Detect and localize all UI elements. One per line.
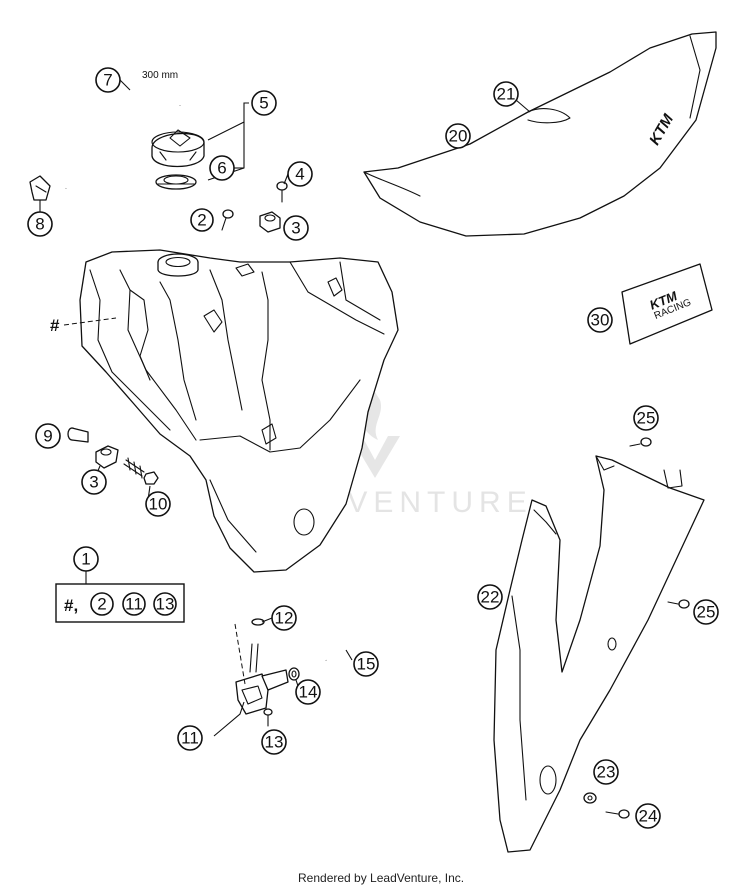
callout-7: 7 [95, 67, 121, 93]
callout-20: 20 [445, 123, 471, 149]
kit-box: #, 2 11 13 [55, 571, 185, 623]
svg-text:25: 25 [697, 603, 716, 622]
callout-30: 30 [587, 307, 613, 333]
svg-text:12: 12 [275, 609, 294, 628]
callout-13: 13 [261, 729, 287, 755]
nut-10 [143, 471, 159, 485]
callout-2: 2 [190, 208, 214, 232]
filler-cap [151, 129, 205, 168]
kit-item-13: 13 [156, 595, 175, 614]
svg-text:15: 15 [357, 655, 376, 674]
callout-3-upper: 3 [283, 215, 309, 241]
callout-1: 1 [73, 546, 99, 572]
breather-elbow-fitting [29, 175, 51, 201]
shroud-bolt-25-top [629, 437, 652, 447]
tap-o-ring [251, 618, 265, 626]
svg-text:20: 20 [449, 127, 468, 146]
filler-cap-gasket [155, 174, 197, 190]
svg-text:8: 8 [35, 215, 44, 234]
tank-spoiler-shroud [493, 455, 705, 853]
svg-text:4: 4 [295, 165, 304, 184]
svg-text:25: 25 [637, 409, 656, 428]
fuel-tap [234, 623, 289, 715]
callout-25-top: 25 [633, 405, 659, 431]
callout-23: 23 [593, 759, 619, 785]
callout-6: 6 [209, 155, 235, 181]
kit-item-11: 11 [125, 595, 143, 614]
rubber-bushing-upper [259, 211, 281, 233]
washer-23 [583, 792, 597, 804]
hose-clamp-14 [288, 667, 300, 681]
hose-length-label: 300 mm [142, 70, 178, 81]
svg-text:22: 22 [481, 588, 500, 607]
callout-8: 8 [27, 211, 53, 237]
svg-text:3: 3 [89, 473, 98, 492]
callout-10: 10 [145, 491, 171, 517]
svg-text:5: 5 [259, 94, 268, 113]
fuel-hose-15 [321, 632, 363, 664]
tap-screw-13 [263, 708, 273, 727]
svg-text:2: 2 [197, 211, 206, 230]
callout-25-side: 25 [693, 599, 719, 625]
kit-item-2: 2 [97, 595, 106, 614]
callout-11: 11 [177, 725, 203, 751]
svg-text:7: 7 [103, 71, 112, 90]
callout-9: 9 [35, 423, 61, 449]
fuel-tank-breather-hose: 300 mm [64, 70, 182, 189]
fuel-tank: # [50, 249, 399, 573]
svg-text:11: 11 [181, 729, 199, 748]
seat: KTM [363, 31, 717, 237]
rubber-bushing-lower [95, 445, 119, 469]
spring-screw [123, 457, 145, 479]
footer-credit: Rendered by LeadVenture, Inc. [298, 871, 464, 885]
callout-3-lower: 3 [81, 469, 107, 495]
svg-text:1: 1 [81, 550, 90, 569]
bolt-9 [67, 427, 89, 443]
svg-text:9: 9 [43, 427, 52, 446]
callout-5: 5 [251, 90, 277, 116]
callout-15: 15 [353, 651, 379, 677]
svg-text:30: 30 [591, 311, 610, 330]
svg-text:21: 21 [497, 85, 516, 104]
shroud-bolt-25-side [667, 599, 690, 609]
callout-12: 12 [271, 605, 297, 631]
callout-21: 21 [493, 81, 519, 107]
svg-text:10: 10 [149, 495, 168, 514]
svg-text:3: 3 [291, 219, 300, 238]
svg-text:14: 14 [299, 683, 318, 702]
bolt-4 [276, 181, 288, 203]
svg-text:23: 23 [597, 763, 616, 782]
bolt-24 [605, 809, 630, 819]
callout-4: 4 [287, 161, 313, 187]
decal-cover: KTM RACING [621, 263, 713, 345]
screw-2 [221, 209, 234, 231]
callout-22: 22 [477, 584, 503, 610]
callout-24: 24 [635, 803, 661, 829]
svg-text:24: 24 [639, 807, 658, 826]
svg-text:13: 13 [265, 733, 284, 752]
svg-text:6: 6 [217, 159, 226, 178]
callout-14: 14 [295, 679, 321, 705]
tank-hash-label: # [50, 316, 60, 335]
kit-box-hash: #, [64, 596, 78, 615]
